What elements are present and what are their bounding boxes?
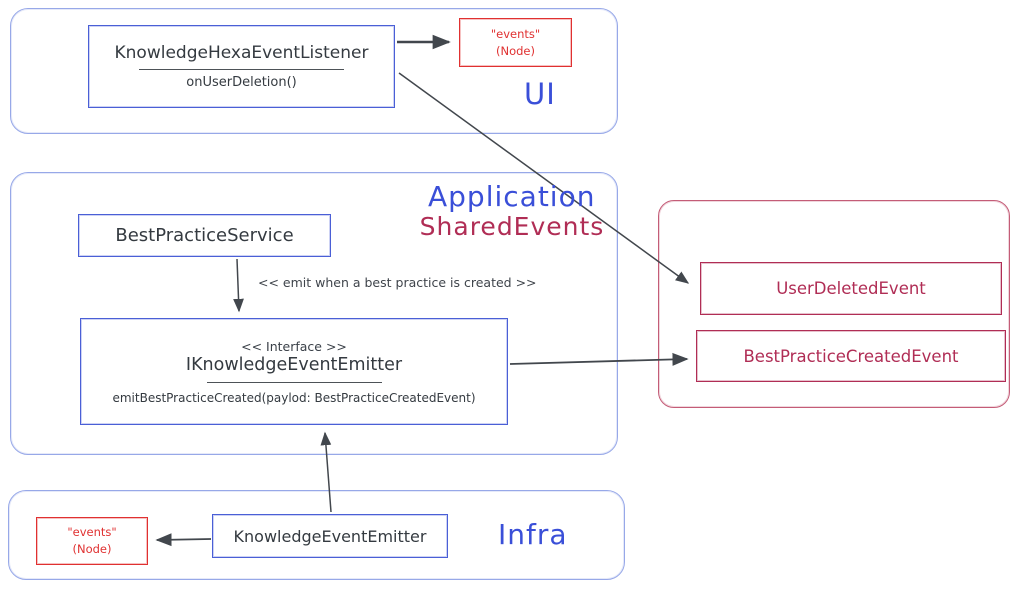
knowledge-hexa-event-listener-node: KnowledgeHexaEventListener onUserDeletio… bbox=[88, 25, 395, 108]
listener-title: KnowledgeHexaEventListener bbox=[114, 43, 369, 63]
shared-events-zone bbox=[658, 200, 1010, 408]
infra-zone-label: Infra bbox=[498, 518, 568, 551]
interface-title: IKnowledgeEventEmitter bbox=[185, 354, 403, 375]
events-node-line1: "events" bbox=[490, 26, 541, 41]
best-practice-service-node: BestPracticeService bbox=[78, 214, 331, 257]
listener-method: onUserDeletion() bbox=[186, 75, 297, 90]
uml-divider bbox=[206, 381, 382, 383]
ui-events-node: "events" (Node) bbox=[459, 18, 572, 67]
events-node-line2: (Node) bbox=[72, 542, 112, 556]
application-zone-label: Application bbox=[428, 180, 596, 213]
user-deleted-event-label: UserDeletedEvent bbox=[776, 279, 926, 298]
best-practice-created-event-label: BestPracticeCreatedEvent bbox=[743, 346, 959, 366]
events-node-line2: (Node) bbox=[496, 43, 535, 58]
knowledge-event-emitter-node: KnowledgeEventEmitter bbox=[212, 514, 448, 558]
infra-zone bbox=[8, 490, 625, 580]
service-title: BestPracticeService bbox=[115, 225, 294, 246]
ui-zone-label: UI bbox=[524, 77, 556, 111]
uml-divider bbox=[139, 69, 344, 70]
user-deleted-event-node: UserDeletedEvent bbox=[700, 262, 1002, 315]
best-practice-created-event-node: BestPracticeCreatedEvent bbox=[696, 330, 1006, 382]
shared-events-zone-label: SharedEvents bbox=[419, 212, 605, 241]
events-node-line1: "events" bbox=[67, 525, 117, 540]
ui-zone bbox=[10, 8, 618, 134]
application-zone bbox=[10, 172, 618, 455]
infra-events-node: "events" (Node) bbox=[36, 517, 148, 565]
interface-method: emitBestPracticeCreated(paylod: BestPrac… bbox=[112, 390, 476, 405]
interface-stereotype: << Interface >> bbox=[241, 338, 347, 354]
emitter-title: KnowledgeEventEmitter bbox=[233, 526, 427, 546]
emit-edge-annotation: << emit when a best practice is created … bbox=[258, 275, 537, 290]
knowledge-event-emitter-interface-node: << Interface >> IKnowledgeEventEmitter e… bbox=[80, 318, 508, 425]
